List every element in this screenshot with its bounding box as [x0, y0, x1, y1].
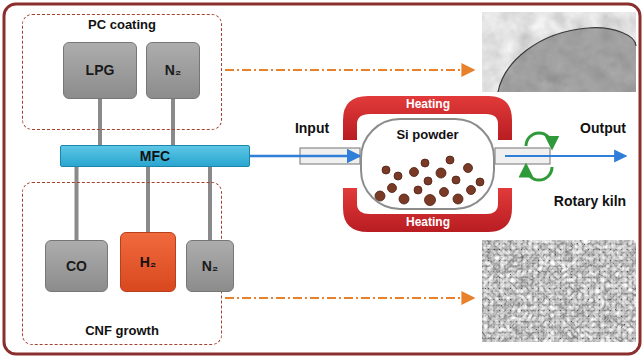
tem-coating-edge [498, 28, 636, 92]
outer-frame [4, 4, 640, 354]
si-particle [453, 194, 463, 204]
gas-cylinder: N₂ [186, 240, 234, 292]
mfc-controller: MFC [60, 145, 250, 167]
node-label: H₂ [121, 254, 175, 270]
si-particle [388, 184, 397, 193]
si-particle [467, 186, 476, 195]
gas-cylinder: CO [45, 240, 108, 292]
si-particle [436, 168, 446, 178]
gas-line [98, 99, 102, 145]
rotation-arrow [526, 133, 552, 146]
gas-line [75, 167, 79, 240]
node-label: MFC [140, 148, 170, 164]
group-region: PC coatingLPG N₂ [22, 14, 222, 130]
flow-label: Input [295, 120, 329, 136]
node-label: CO [46, 258, 107, 274]
node-label: N₂ [187, 258, 233, 274]
group-title: PC coating [23, 18, 221, 33]
si-particle [399, 194, 409, 204]
node-label: N₂ [147, 62, 199, 78]
device-label: Rotary kiln [554, 193, 626, 209]
node-label: LPG [64, 62, 136, 78]
si-particle [452, 176, 460, 184]
si-particle [464, 164, 473, 173]
group-region: CNF growthCOH₂N₂ [22, 182, 222, 345]
si-particle [410, 168, 419, 177]
si-particles [375, 156, 484, 206]
si-particle [440, 188, 449, 197]
rotation-arrow [526, 167, 552, 180]
gas-line [171, 99, 175, 145]
sem-image [482, 240, 636, 342]
si-particle [421, 159, 429, 167]
heating-band [343, 188, 512, 232]
si-particle [382, 166, 390, 174]
flow-label: Output [580, 120, 626, 136]
image-pointer [225, 69, 474, 71]
heating-label: Heating [406, 98, 450, 112]
si-particle [446, 156, 454, 164]
gas-cylinder: N₂ [146, 42, 200, 99]
si-particle [476, 178, 484, 186]
si-particle [424, 177, 432, 185]
flow-arrow [250, 155, 360, 158]
image-pointer [225, 297, 474, 299]
gas-cylinder: H₂ [120, 232, 176, 292]
output-arrow [505, 155, 626, 157]
tem-particle [498, 28, 636, 92]
group-title: CNF growth [23, 324, 221, 339]
gas-line [208, 167, 212, 240]
tem-image [482, 12, 636, 92]
gas-line [146, 167, 150, 232]
si-particle [394, 172, 402, 180]
kiln-vessel: Si powder [360, 118, 495, 210]
material-label: Si powder [396, 128, 458, 143]
si-particle [375, 191, 385, 201]
heating-label: Heating [406, 216, 450, 230]
si-particle [425, 195, 436, 206]
gas-cylinder: LPG [63, 42, 137, 99]
si-particle [414, 186, 422, 194]
